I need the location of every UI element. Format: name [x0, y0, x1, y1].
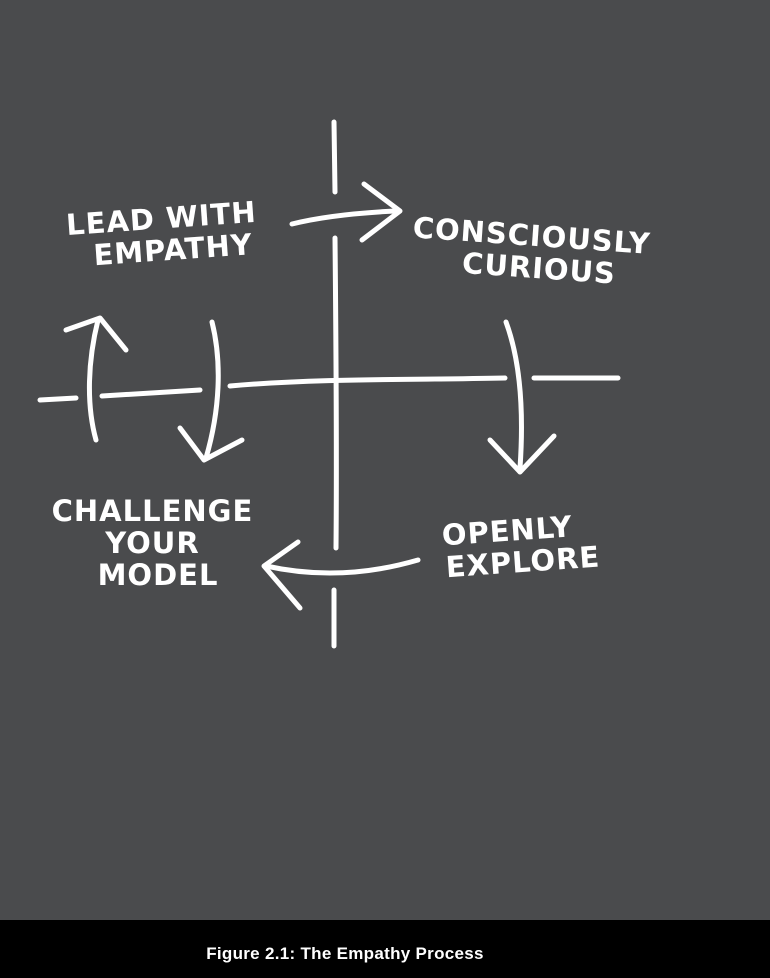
- empathy-process-diagram: LEAD WITH EMPATHY CONSCIOUSLY CURIOUS OP…: [37, 119, 662, 649]
- arrow-bottom-left: [263, 557, 421, 576]
- arrow-left-down: [203, 319, 221, 461]
- horizontal-axis-left-middle: [99, 387, 203, 399]
- arrow-left-down-head: [177, 425, 245, 463]
- label-challenge-your-model: CHALLENGE YOUR MODEL: [52, 494, 265, 592]
- figure-caption: Figure 2.1: The Empathy Process: [206, 944, 484, 963]
- arrow-top-right: [289, 208, 398, 227]
- label-lead-with-empathy: LEAD WITH EMPATHY: [65, 194, 271, 274]
- arrow-right-down-head: [487, 433, 557, 475]
- arrow-bottom-left-head: [261, 539, 303, 611]
- vertical-axis-top: [331, 119, 338, 195]
- vertical-axis-middle: [332, 235, 339, 551]
- label-openly-explore: OPENLY EXPLORE: [441, 508, 602, 585]
- arrow-left-up: [86, 317, 101, 443]
- arrow-right-down: [503, 319, 524, 471]
- horizontal-axis-left: [37, 395, 79, 403]
- horizontal-axis-middle: [227, 375, 508, 389]
- arrow-top-right-head: [359, 181, 403, 243]
- arrow-left-up-head: [63, 315, 129, 353]
- label-consciously-curious: CONSCIOUSLY CURIOUS: [409, 210, 662, 293]
- diagram-panel: LEAD WITH EMPATHY CONSCIOUSLY CURIOUS OP…: [0, 0, 770, 920]
